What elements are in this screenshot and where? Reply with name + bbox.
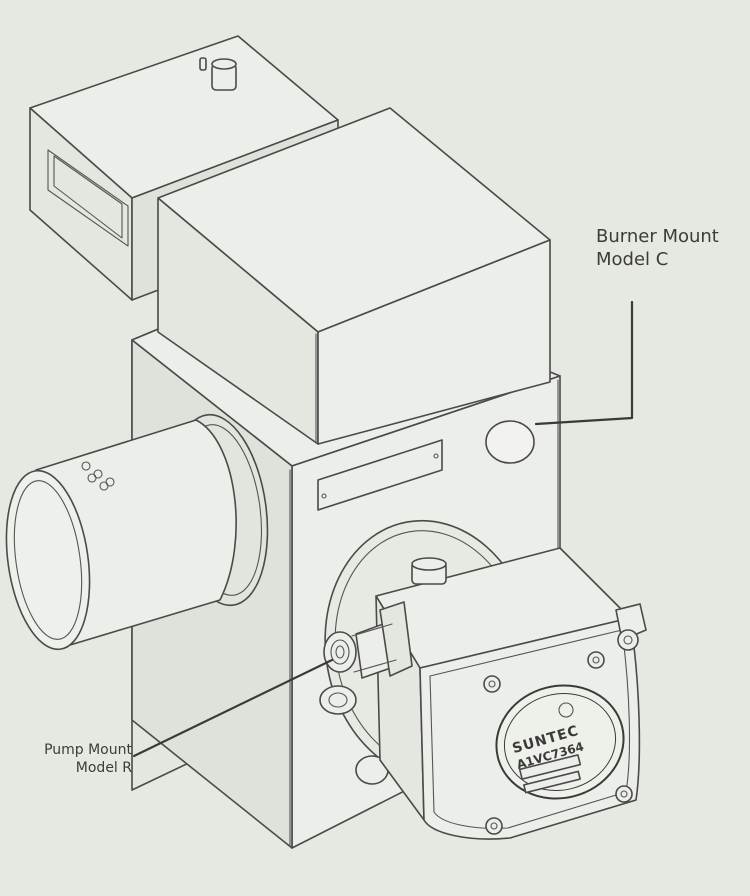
burner-mount-hole — [485, 420, 535, 464]
reset-knob — [199, 57, 237, 91]
pump-mount-line1: Pump Mount — [44, 742, 132, 758]
pump-mount-callout: Pump Mount Model R — [12, 742, 132, 777]
nameplate — [317, 439, 443, 511]
pump-cap-bolt — [411, 557, 447, 585]
pump-mount-fitting — [323, 601, 413, 679]
pump-mount-leader — [132, 658, 334, 758]
pump-mount-line2: Model R — [75, 759, 132, 776]
burner-mount-line1: Burner Mount — [596, 226, 719, 247]
burner-mount-callout: Burner Mount Model C — [596, 226, 719, 271]
burner-mount-leader — [534, 300, 634, 426]
fuel-pump — [375, 547, 647, 840]
igniter-box — [157, 107, 551, 445]
burner-mount-line2: Model C — [596, 248, 669, 270]
pump-side-fitting — [615, 603, 647, 651]
air-tube — [5, 413, 269, 651]
pump-label-plate — [495, 684, 625, 800]
